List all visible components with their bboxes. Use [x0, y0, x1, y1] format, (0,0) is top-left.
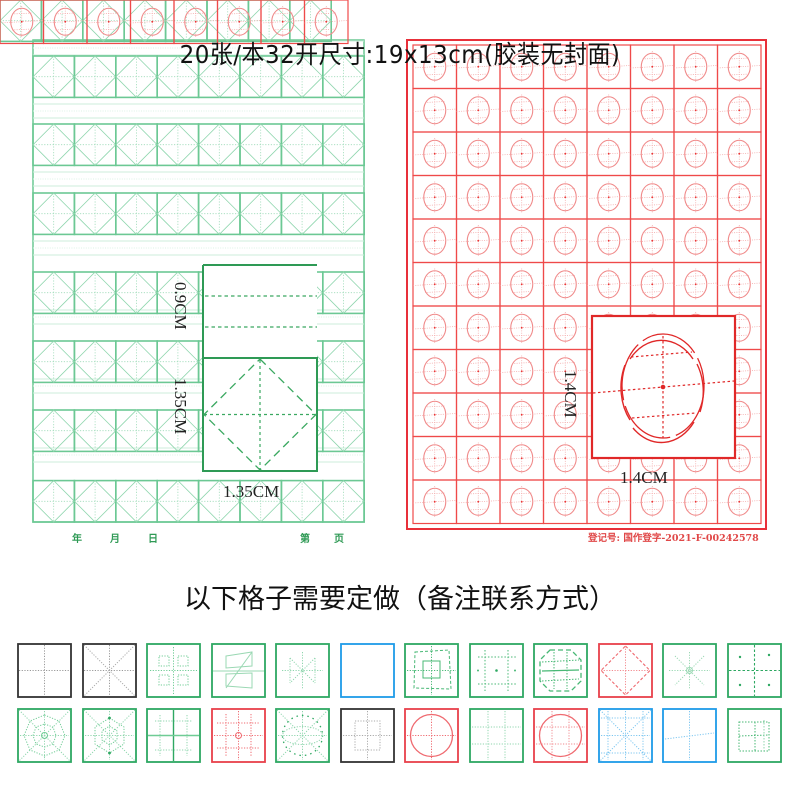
left-cell-width-label: 1.35CM	[223, 482, 280, 501]
footer-page-suffix: 页	[334, 534, 344, 545]
left-pinyin-height-label: 0.9CM	[171, 282, 190, 330]
right-practice-sheet	[0, 0, 767, 530]
footer-page-prefix: 第	[300, 534, 310, 545]
footer-day-label: 日	[148, 534, 158, 545]
custom-section-heading: 以下格子需要定做（备注联系方式）	[184, 584, 616, 615]
left-cell-height-label: 1.35CM	[171, 378, 190, 435]
custom-grid-swatches	[17, 643, 782, 763]
right-cell-height-label: 1.4CM	[561, 370, 580, 418]
registration-number: 登记号: 国作登字-2021-F-00242578	[588, 533, 759, 544]
footer-month-label: 月	[110, 534, 120, 545]
page-title: 20张/本32开尺寸:19x13cm(胶装无封面)	[179, 40, 621, 69]
footer-year-label: 年	[72, 534, 82, 545]
right-cell-width-label: 1.4CM	[620, 468, 668, 487]
left-practice-sheet	[0, 0, 365, 523]
